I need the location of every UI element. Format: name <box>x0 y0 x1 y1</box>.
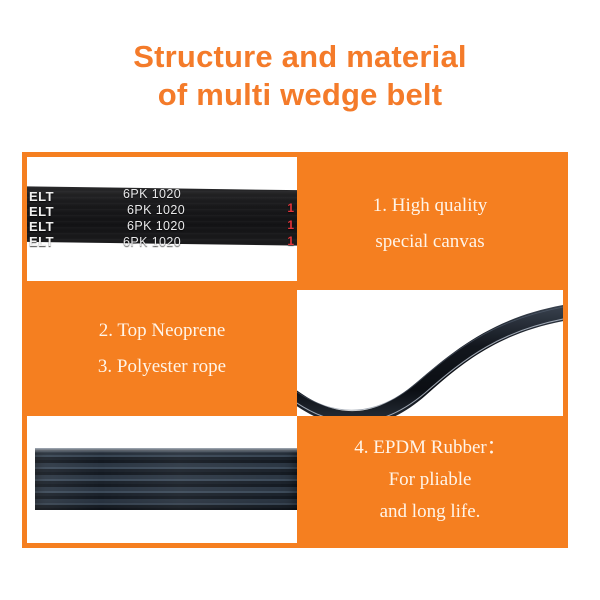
feature-4-line-1: 4. EPDM Rubber： <box>354 436 506 458</box>
panel-belt-curve-photo <box>297 290 563 416</box>
panel-feature-4: 4. EPDM Rubber： For pliable and long lif… <box>297 416 563 543</box>
page-title: Structure and material of multi wedge be… <box>0 38 600 114</box>
feature-3-line: 3. Polyester rope <box>97 355 227 377</box>
belt-curve-highlight <box>297 318 563 416</box>
feature-1-text: 1. High quality special canvas <box>297 157 563 290</box>
feature-4-line-3: and long life. <box>379 500 481 522</box>
belt-ribbed-top-edge <box>35 448 297 453</box>
belt-ribbed-surface <box>35 448 297 510</box>
belt-curve-body <box>297 305 563 416</box>
feature-grid: ELT ELT ELT ELT 6PK 1020 6PK 1020 6PK 10… <box>22 152 568 548</box>
feature-1-line-2: special canvas <box>375 230 485 252</box>
feature-2-3-text: 2. Top Neoprene 3. Polyester rope <box>27 281 297 416</box>
panel-belt-ribbed-photo <box>27 416 297 543</box>
panel-feature-2-3: 2. Top Neoprene 3. Polyester rope <box>27 281 297 416</box>
belt-markings-photo: ELT ELT ELT ELT 6PK 1020 6PK 1020 6PK 10… <box>27 157 297 281</box>
belt-body <box>27 185 297 251</box>
panel-feature-1: 1. High quality special canvas <box>297 157 563 290</box>
feature-1-line-1: 1. High quality <box>372 194 488 216</box>
panel-belt-markings-photo: ELT ELT ELT ELT 6PK 1020 6PK 1020 6PK 10… <box>27 157 297 281</box>
belt-curve-top-edge <box>297 306 563 411</box>
feature-4-line-2: For pliable <box>388 468 472 490</box>
belt-ribbed-photo <box>27 416 297 543</box>
feature-grid-inner: ELT ELT ELT ELT 6PK 1020 6PK 1020 6PK 10… <box>27 157 563 543</box>
belt-curve-graphic <box>297 305 563 416</box>
feature-2-line: 2. Top Neoprene <box>98 319 226 341</box>
page-title-line-2: of multi wedge belt <box>157 77 443 112</box>
belt-curve-photo <box>297 290 563 416</box>
belt-surface <box>27 186 297 246</box>
page-title-line-1: Structure and material <box>133 39 467 74</box>
feature-4-text: 4. EPDM Rubber： For pliable and long lif… <box>297 416 563 543</box>
